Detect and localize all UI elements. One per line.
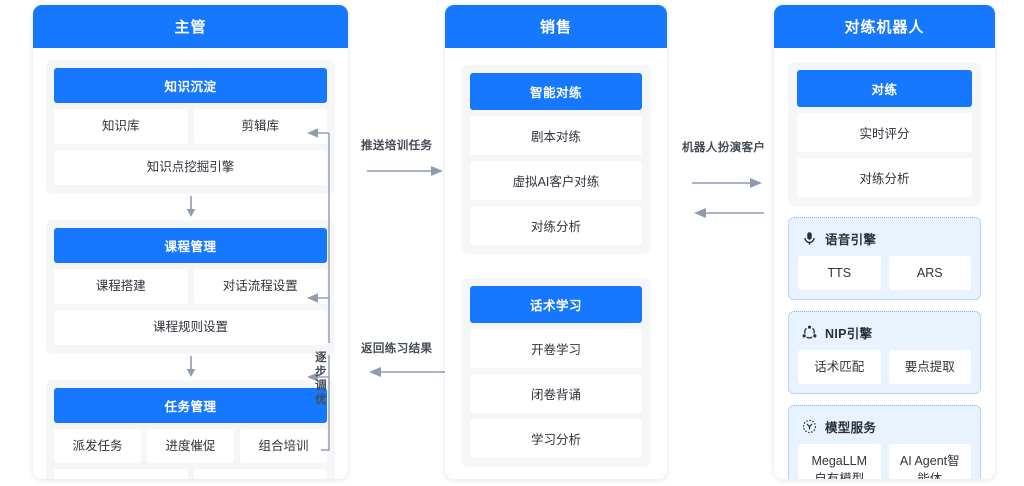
- cell-clip-library[interactable]: 剪辑库: [193, 109, 327, 144]
- column-supervisor: 主管 知识沉淀 知识库 剪辑库 知识点挖掘引擎: [33, 5, 348, 479]
- stack-item-drill-analysis[interactable]: 对练分析: [470, 206, 642, 245]
- cell-progress-reminder[interactable]: 进度催促: [147, 428, 234, 464]
- engine-header: 语音引擎: [798, 226, 971, 248]
- column-sales: 销售 智能对练 剧本对练 虚拟AI客户对练 对练分析 话术学习 开卷学习 闭卷背…: [445, 5, 667, 479]
- engine-cell-ai-agent[interactable]: AI Agent智 能体: [888, 444, 971, 479]
- cell-row: 课程搭建 对话流程设置: [54, 268, 327, 304]
- stack-item-realtime-scoring[interactable]: 实时评分: [797, 113, 972, 152]
- group-drill: 对练 实时评分 对练分析: [788, 62, 981, 206]
- engine-cell-script-matching[interactable]: 话术匹配: [798, 350, 881, 385]
- connector-arrow-right-roleplay: [692, 178, 762, 188]
- stack-head-smart-drill[interactable]: 智能对练: [470, 73, 642, 110]
- cell-row: 知识点挖掘引擎: [54, 149, 327, 185]
- connector-label-robot-roleplay: 机器人扮演客户: [682, 142, 766, 154]
- cell-course-building[interactable]: 课程搭建: [54, 268, 188, 304]
- model-atom-icon: [802, 419, 817, 434]
- cell-dispatch-task[interactable]: 派发任务: [54, 428, 141, 464]
- group-script-learning: 话术学习 开卷学习 闭卷背诵 学习分析: [461, 278, 651, 467]
- group-title-knowledge[interactable]: 知识沉淀: [54, 68, 327, 103]
- connector-arrow-left-roleplay: [694, 208, 764, 218]
- group-title-course[interactable]: 课程管理: [54, 227, 327, 263]
- cell-row: 学员薄弱点分析 培训效果监测: [54, 469, 327, 479]
- engine-voice: 语音引擎 TTS ARS: [788, 217, 981, 301]
- engine-cell-tts[interactable]: TTS: [798, 256, 881, 291]
- column-body-sales: 智能对练 剧本对练 虚拟AI客户对练 对练分析 话术学习 开卷学习 闭卷背诵 学…: [445, 48, 667, 479]
- cell-knowledge-mining-engine[interactable]: 知识点挖掘引擎: [54, 149, 327, 185]
- engine-header: 模型服务: [798, 414, 971, 436]
- cell-weakpoint-analysis[interactable]: 学员薄弱点分析: [54, 469, 188, 479]
- stack-item-learning-analysis[interactable]: 学习分析: [470, 419, 642, 458]
- stack-item-open-book-learning[interactable]: 开卷学习: [470, 329, 642, 368]
- column-title-sales: 销售: [445, 5, 667, 48]
- engine-row: MegaLLM 自有模型 AI Agent智 能体: [798, 444, 971, 479]
- column-title-robot: 对练机器人: [774, 5, 995, 48]
- engine-cell-keypoint-extraction[interactable]: 要点提取: [888, 350, 971, 385]
- engine-title-model-service: 模型服务: [825, 420, 877, 435]
- stack-head-script-learning[interactable]: 话术学习: [470, 286, 642, 323]
- group-course: 课程管理 课程搭建 对话流程设置 课程规则设置: [46, 219, 335, 354]
- engine-header: NIP引擎: [798, 320, 971, 342]
- connector-feedback-bracket: [307, 128, 330, 451]
- cell-training-effect-monitor[interactable]: 培训效果监测: [193, 469, 327, 479]
- stack-item-virtual-ai-customer-drill[interactable]: 虚拟AI客户对练: [470, 161, 642, 200]
- group-smart-drill: 智能对练 剧本对练 虚拟AI客户对练 对练分析: [461, 65, 651, 254]
- engine-model-service: 模型服务 MegaLLM 自有模型 AI Agent智 能体: [788, 405, 981, 479]
- cell-course-rule-settings[interactable]: 课程规则设置: [54, 309, 327, 345]
- column-robot: 对练机器人 对练 实时评分 对练分析 语音引擎: [774, 5, 995, 479]
- group-task: 任务管理 派发任务 进度催促 组合培训 学员薄弱点分析 培训效果监测: [46, 379, 335, 479]
- cell-row: 知识库 剪辑库: [54, 109, 327, 144]
- connector-arrow-right-push-task: [367, 166, 443, 176]
- engine-nip: NIP引擎 话术匹配 要点提取: [788, 311, 981, 395]
- engine-cell-megallm[interactable]: MegaLLM 自有模型: [798, 444, 881, 479]
- spacer: [461, 254, 651, 278]
- engine-row: TTS ARS: [798, 256, 971, 291]
- engine-row: 话术匹配 要点提取: [798, 350, 971, 385]
- connector-label-return-result: 返回练习结果: [361, 343, 433, 355]
- group-title-task[interactable]: 任务管理: [54, 387, 327, 423]
- cell-row: 课程规则设置: [54, 309, 327, 345]
- column-body-robot: 对练 实时评分 对练分析 语音引擎 TTS: [774, 48, 995, 479]
- cell-dialog-flow-settings[interactable]: 对话流程设置: [193, 268, 327, 304]
- stack-item-closed-book-recite[interactable]: 闭卷背诵: [470, 374, 642, 413]
- column-body-supervisor: 知识沉淀 知识库 剪辑库 知识点挖掘引擎 课程管理 课程搭建: [33, 48, 348, 479]
- engine-title-voice: 语音引擎: [825, 232, 877, 247]
- connector-label-stepwise-optimize: 逐步调优: [315, 352, 327, 407]
- cell-knowledge-base[interactable]: 知识库: [54, 109, 188, 144]
- connector-label-push-task: 推送培训任务: [361, 140, 433, 152]
- flow-arrow-down-icon: [46, 354, 335, 380]
- column-title-supervisor: 主管: [33, 5, 348, 48]
- engine-cell-ars[interactable]: ARS: [888, 256, 971, 291]
- connector-arrow-left-return-result: [369, 367, 445, 377]
- stack-head-drill[interactable]: 对练: [797, 70, 972, 107]
- engine-title-nip: NIP引擎: [825, 326, 873, 341]
- stack-item-script-drill[interactable]: 剧本对练: [470, 116, 642, 155]
- group-knowledge: 知识沉淀 知识库 剪辑库 知识点挖掘引擎: [46, 60, 335, 194]
- microphone-icon: [802, 231, 817, 246]
- cell-combined-training[interactable]: 组合培训: [240, 428, 327, 464]
- cell-row: 派发任务 进度催促 组合培训: [54, 428, 327, 464]
- flow-arrow-down-icon: [46, 194, 335, 220]
- nodes-network-icon: [802, 325, 817, 340]
- stack-item-drill-analysis[interactable]: 对练分析: [797, 158, 972, 197]
